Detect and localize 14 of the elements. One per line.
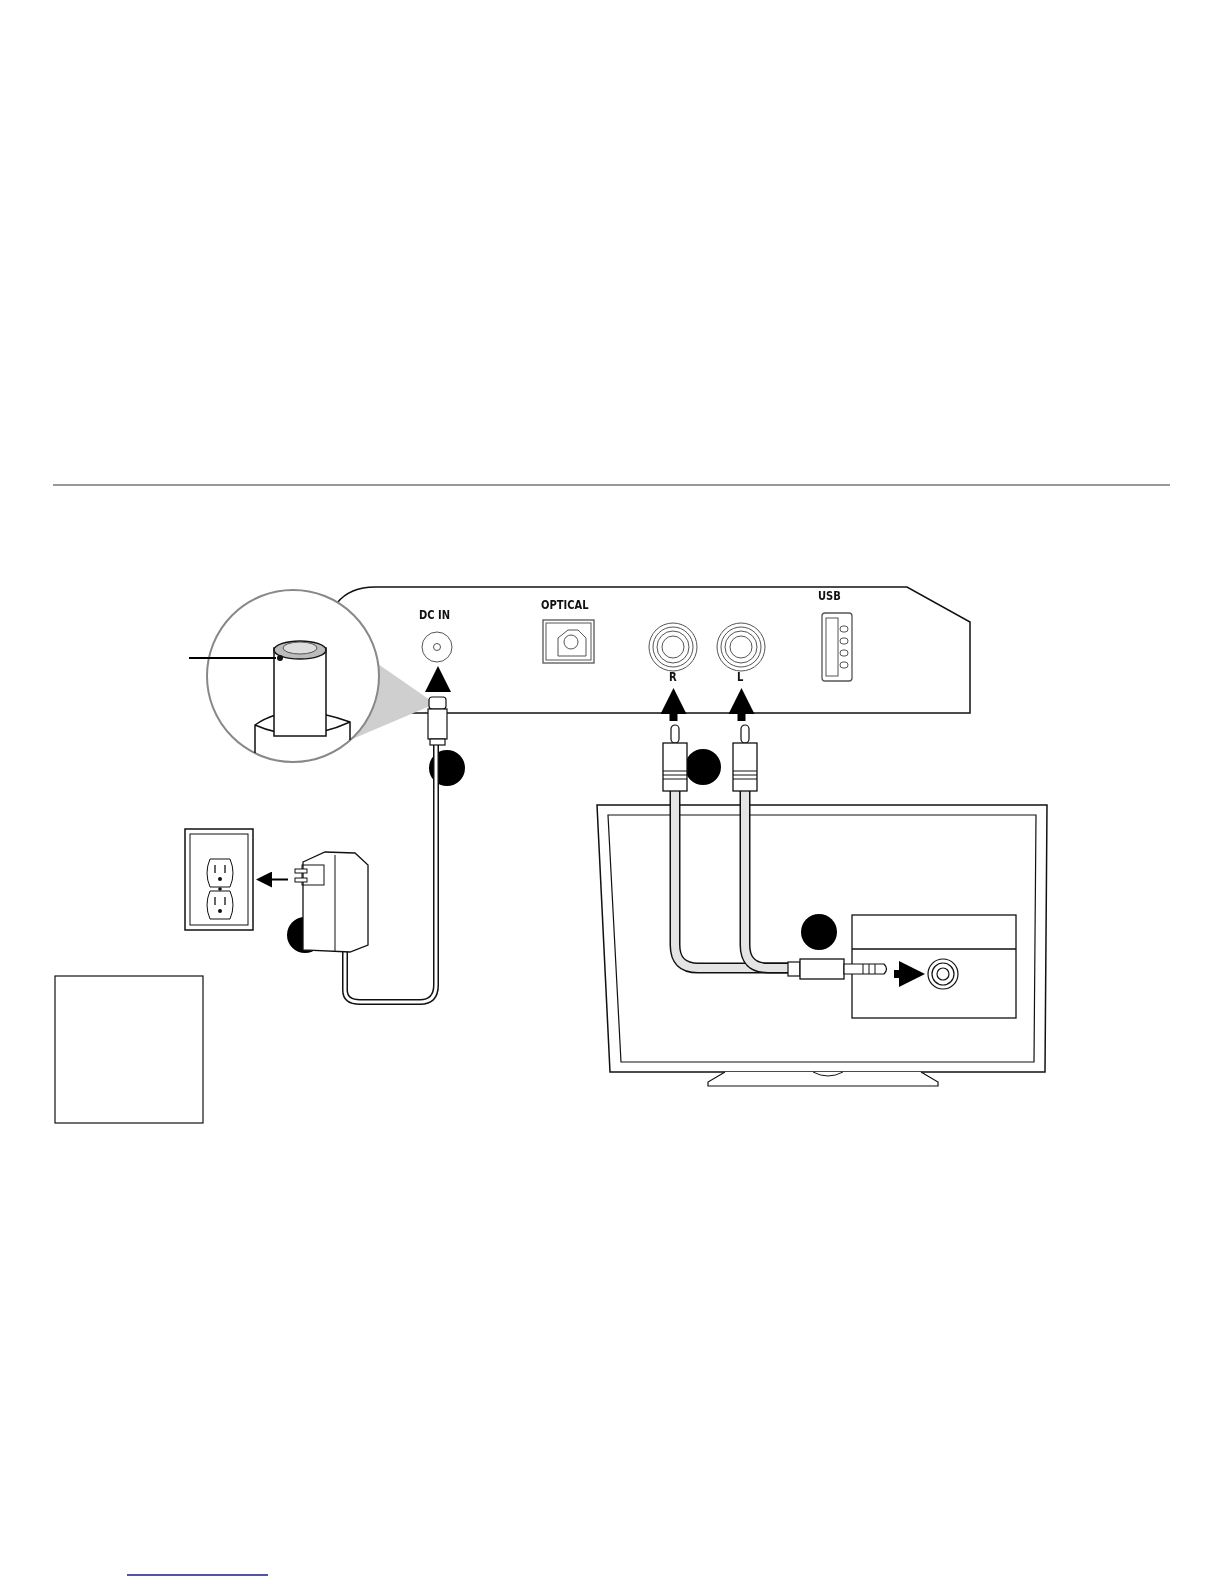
arrow <box>425 666 451 692</box>
arrow <box>728 688 755 721</box>
port-label: L <box>737 670 744 684</box>
leader-line <box>188 657 277 659</box>
wall-outlet-drawing <box>183 827 255 932</box>
port-label: R <box>669 670 677 684</box>
port-label: DC IN <box>419 608 450 622</box>
jack-icon <box>926 957 960 991</box>
port-label: OPTICAL <box>541 598 589 612</box>
arrow <box>894 961 925 987</box>
arrow <box>256 871 289 888</box>
arrow <box>660 688 687 721</box>
pin-tip <box>276 654 284 662</box>
port-label: USB <box>818 589 841 603</box>
